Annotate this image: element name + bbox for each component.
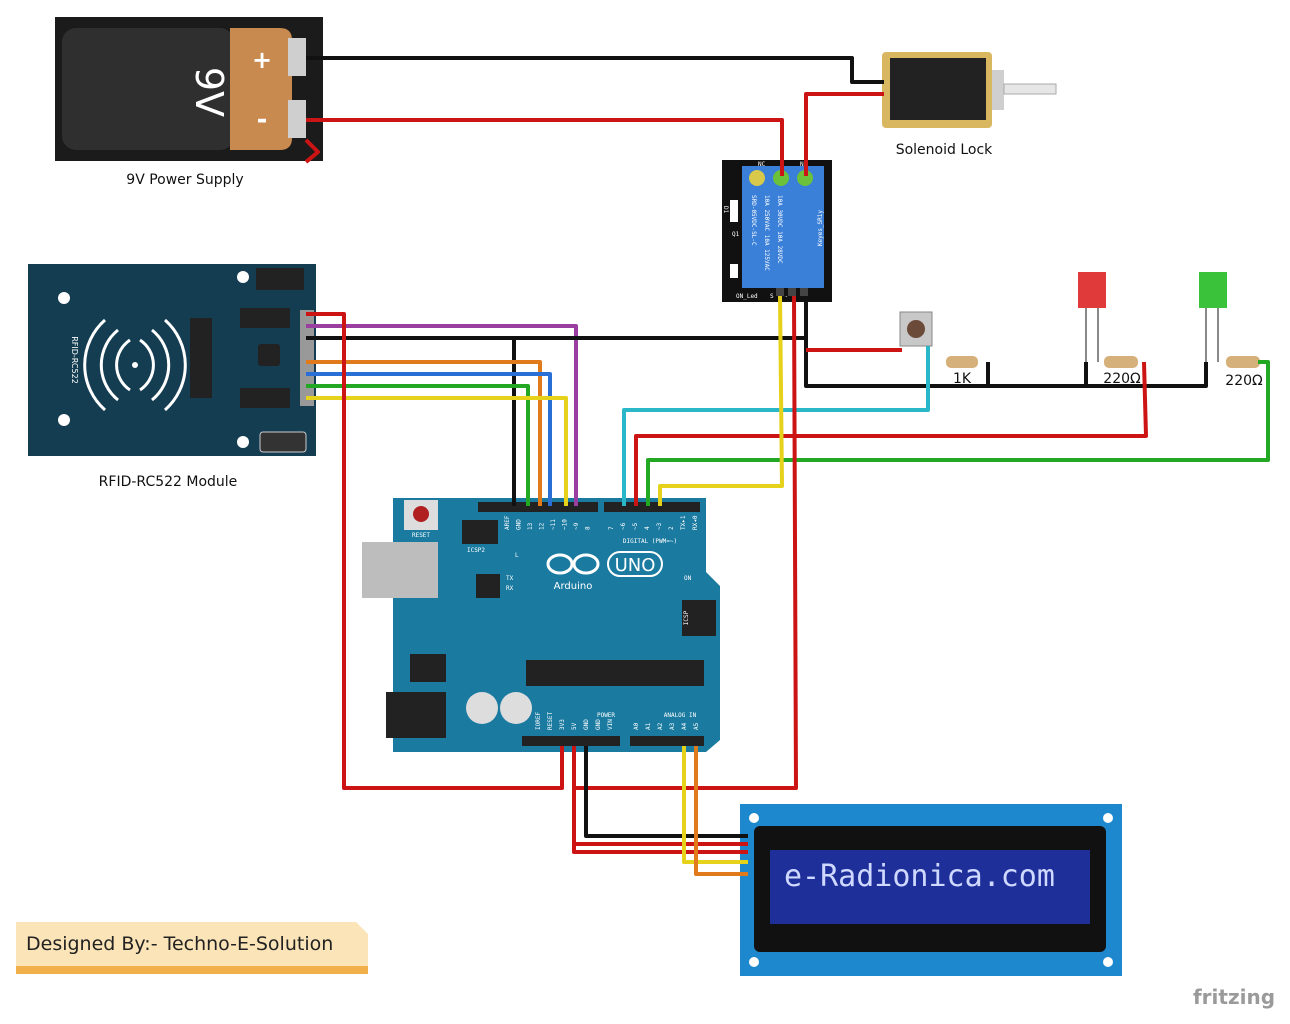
- relay-brand: Keyes_SR1y: [817, 210, 824, 247]
- resistor-220-green: [1226, 356, 1260, 368]
- arduino-name: Arduino: [554, 581, 593, 592]
- pin-label: RESET: [547, 712, 554, 730]
- arduino-uno: RESET ICSP2 ICSP L TX RX ON UNO Arduino …: [362, 498, 720, 752]
- tx-label: TX: [506, 575, 514, 582]
- pin-label: A1: [645, 722, 652, 730]
- lcd-display: e-Radionica.com: [740, 804, 1122, 976]
- battery-plus-label: +: [252, 46, 272, 74]
- digital-header-label: DIGITAL (PWM=~): [623, 538, 677, 545]
- led-red: [1078, 272, 1106, 362]
- relay-no: NO: [800, 161, 808, 168]
- relay-d1: D1: [722, 206, 729, 214]
- analog-header-label: ANALOG IN: [664, 712, 697, 719]
- pin-label: RX◂0: [692, 515, 699, 530]
- credit-text: Designed By:- Techno-E-Solution: [26, 933, 333, 955]
- resistor-220-green-label: 220Ω: [1225, 373, 1263, 389]
- resistor-1k-label: 1K: [953, 371, 972, 387]
- pin-label: 3V3: [559, 719, 566, 730]
- resistor-1k: [946, 356, 978, 368]
- pin-label: ~5: [632, 522, 639, 530]
- battery-9v: + - 9V: [55, 17, 323, 161]
- fritzing-brand: fritzing: [1193, 985, 1275, 1009]
- icsp2-label: ICSP2: [467, 547, 485, 554]
- pin-label: TX▸1: [680, 515, 687, 530]
- arduino-logo-icon: [546, 553, 600, 575]
- antenna-icon: [83, 318, 187, 412]
- pin-label: ~6: [620, 522, 627, 530]
- pin-label: 4: [644, 526, 651, 530]
- rfid-module: RFID-RC522: [28, 264, 316, 456]
- pin-label: AREF: [504, 515, 511, 530]
- relay-spec2: 10A 30VDC 10A 28VDC: [776, 195, 783, 264]
- pin-label: GND: [516, 519, 523, 530]
- battery-label: 9V Power Supply: [126, 172, 243, 188]
- battery-minus-label: -: [257, 105, 268, 135]
- pin-label: A0: [633, 722, 640, 730]
- pin-label: A4: [681, 722, 688, 730]
- pin-label: 2: [668, 526, 675, 530]
- pin-label: GND: [595, 719, 602, 730]
- pin-label: 8: [585, 526, 592, 530]
- icsp-label: ICSP: [683, 610, 690, 625]
- relay-led: ON_Led: [736, 293, 758, 300]
- pin-label: 7: [608, 526, 615, 530]
- solenoid-lock: [882, 52, 1057, 128]
- power-header-label: POWER: [597, 712, 615, 719]
- pin-label: VIN: [607, 719, 614, 730]
- led-green: [1199, 272, 1227, 362]
- pin-label: GND: [583, 719, 590, 730]
- on-label: ON: [684, 575, 692, 582]
- battery-voltage: 9V: [187, 67, 231, 117]
- pin-label: 5V: [571, 722, 578, 730]
- resistor-220-red: [1104, 356, 1138, 368]
- reset-label: RESET: [412, 532, 430, 539]
- lcd-text: e-Radionica.com: [784, 859, 1055, 894]
- resistor-220-red-label: 220Ω: [1103, 371, 1141, 387]
- pin-label: A3: [669, 722, 676, 730]
- relay-model: SRD-05VDC-SL-C: [750, 195, 757, 246]
- relay-module: NC NO SRD-05VDC-SL-C 10A 250VAC 10A 125V…: [722, 160, 832, 302]
- relay-q1: Q1: [732, 231, 740, 238]
- uno-label: UNO: [615, 555, 656, 576]
- rfid-label: RFID-RC522 Module: [99, 474, 238, 490]
- pin-label: ~10: [562, 519, 569, 530]
- pin-label: ~3: [656, 522, 663, 530]
- rfid-chip-label: RFID-RC522: [70, 336, 79, 384]
- led-l-label: L: [515, 552, 519, 559]
- relay-nc: NC: [758, 161, 766, 168]
- pin-label: ~11: [550, 519, 557, 530]
- push-button: [899, 311, 933, 347]
- pin-label: 12: [539, 522, 546, 530]
- rx-label: RX: [506, 585, 514, 592]
- relay-spec1: 10A 250VAC 10A 125VAC: [763, 195, 770, 271]
- pin-label: 13: [527, 522, 534, 530]
- pin-label: IOREF: [535, 712, 542, 730]
- wires: [304, 56, 1270, 876]
- credit-banner: Designed By:- Techno-E-Solution: [16, 922, 368, 974]
- pin-label: A5: [693, 722, 700, 730]
- pin-label: A2: [657, 722, 664, 730]
- pin-label: ~9: [573, 522, 580, 530]
- solenoid-label: Solenoid Lock: [896, 142, 993, 158]
